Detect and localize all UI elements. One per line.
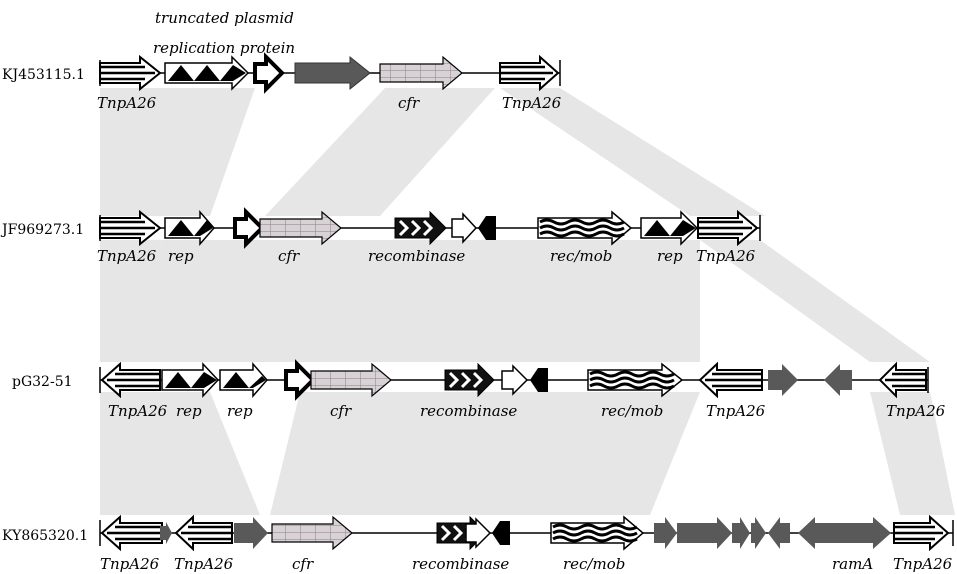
track-id: JF969273.1: [0, 222, 84, 238]
shade-jf-pg-right: [700, 240, 930, 362]
label-cfr: cfr: [398, 94, 420, 112]
shade-pg-ky-left: [100, 392, 260, 515]
label-rep: rep: [227, 402, 253, 420]
label-rec-mob: rec/mob: [550, 247, 612, 265]
shade-pg-ky-right: [870, 392, 955, 515]
label-tnpa26: TnpA26: [97, 94, 157, 112]
gene-small-white-arrow-2: [465, 517, 492, 549]
gene-rep-arrow: [219, 362, 268, 398]
gene-recombinase-arrow: [444, 362, 495, 398]
gene-rec-mob-arrow: [537, 210, 633, 246]
gene-dark-arrow: [234, 517, 268, 549]
label-rama: ramA: [832, 555, 873, 573]
gene-dark-arrow: [768, 364, 798, 396]
label-tnpa26: TnpA26: [706, 402, 766, 420]
label-tnpa26: TnpA26: [502, 94, 562, 112]
gene-cfr-arrow: [379, 55, 463, 91]
track-pg32-51: pG32-51: [12, 359, 946, 420]
gene-cfr-arrow: [259, 210, 342, 246]
gene-recombinase-arrow: [394, 210, 447, 246]
gene-small-white-arrow: [284, 359, 316, 401]
track-ky865320: KY865320.1: [2, 514, 954, 573]
gene-tnpa26-arrow: [100, 361, 161, 399]
gene-small-white-arrow: [233, 207, 265, 249]
gene-small-white-arrow-2: [451, 212, 478, 244]
track-id: KJ453115.1: [2, 67, 85, 83]
gene-tnpa26-arrow: [174, 514, 233, 552]
label-recombinase: recombinase: [368, 247, 465, 265]
annotation-line-2: replication protein: [153, 39, 295, 57]
gene-small-white-arrow-2: [501, 364, 529, 396]
annotation-line-1: truncated plasmid: [155, 9, 294, 27]
gene-rep-arrow: [164, 210, 215, 246]
shade-kj-jf-tnpa-rep: [100, 88, 255, 216]
label-tnpa26: TnpA26: [108, 402, 168, 420]
gene-cfr-arrow: [271, 515, 353, 551]
gene-rep-arrow: [640, 210, 699, 246]
gene-small-white-arrow: [253, 52, 285, 94]
gene-tnpa26-arrow: [499, 54, 560, 92]
gene-tnpa26-arrow: [698, 361, 763, 399]
gene-dark-arrow: [732, 517, 750, 549]
label-cfr: cfr: [292, 555, 314, 573]
gene-rep-arrow: [161, 362, 220, 398]
gene-rec-mob-arrow: [550, 515, 645, 551]
gene-dark-arrow: [654, 517, 677, 549]
track-id: KY865320.1: [2, 528, 88, 544]
shade-jf-pg-main: [160, 240, 700, 362]
label-cfr: cfr: [278, 247, 300, 265]
label-tnpa26: TnpA26: [174, 555, 234, 573]
gene-cfr-arrow: [310, 362, 392, 398]
label-cfr: cfr: [330, 402, 352, 420]
gene-dark-left-arrow: [768, 517, 790, 549]
gene-dark-arrow: [751, 517, 766, 549]
label-recombinase: recombinase: [412, 555, 509, 573]
homology-shading: [100, 88, 955, 515]
gene-ramA-arrow: [835, 517, 891, 549]
label-tnpa26: TnpA26: [696, 247, 756, 265]
gene-dark-arrow-small: [160, 522, 172, 544]
gene-black-left-arrow: [492, 521, 510, 545]
gene-black-left-arrow: [530, 368, 548, 392]
label-recombinase: recombinase: [420, 402, 517, 420]
label-tnpa26: TnpA26: [100, 555, 160, 573]
track-id: pG32-51: [12, 374, 73, 390]
gene-dark-left-arrow: [798, 517, 835, 549]
gene-black-left-arrow: [478, 216, 496, 240]
gene-rec-mob-arrow: [587, 362, 684, 398]
gene-dark-left-arrow: [824, 364, 852, 396]
gene-tnpa26-arrow: [100, 514, 163, 552]
track-kj453115: KJ453115.1 TnpA26 cfr TnpA26: [2, 52, 562, 112]
gene-rep-arrow: [164, 55, 250, 91]
shade-jf-pg-left: [100, 240, 210, 362]
gene-tnpa26-arrow: [697, 209, 759, 247]
gene-tnpa26-arrow: [893, 514, 950, 552]
label-rep: rep: [168, 247, 194, 265]
label-tnpa26: TnpA26: [97, 247, 157, 265]
label-tnpa26: TnpA26: [893, 555, 953, 573]
label-rep: rep: [657, 247, 683, 265]
gene-dark-arrow: [677, 517, 732, 549]
gene-tnpa26-arrow: [99, 54, 162, 92]
label-tnpa26: TnpA26: [886, 402, 946, 420]
gene-tnpa26-arrow: [878, 361, 927, 399]
shade-pg-ky-main: [270, 392, 700, 515]
track-jf969273: JF969273.1: [0, 207, 761, 265]
gene-tnpa26-arrow: [99, 209, 162, 247]
shade-kj-jf-cfr: [265, 88, 495, 216]
shade-kj-jf-tnpa-end: [500, 88, 765, 216]
label-rep: rep: [176, 402, 202, 420]
label-rec-mob: rec/mob: [563, 555, 625, 573]
label-rec-mob: rec/mob: [601, 402, 663, 420]
gene-dark-arrow: [294, 55, 371, 91]
